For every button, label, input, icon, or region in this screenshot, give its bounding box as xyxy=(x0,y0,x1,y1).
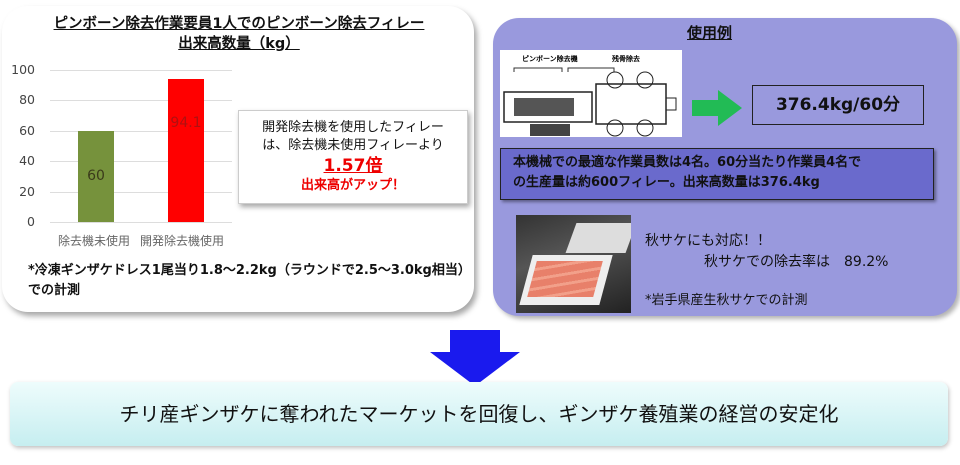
green-arrow-icon xyxy=(692,90,742,126)
machine-diagram: ピンボーン除去機 残骨除去 xyxy=(500,50,682,137)
salmon-support-text: 秋サケにも対応！！ xyxy=(645,233,771,249)
gridline xyxy=(50,191,232,193)
gridline xyxy=(50,161,232,163)
result-box: 376.4kg/60分 xyxy=(752,85,924,125)
usage-title: 使用例 xyxy=(687,24,733,42)
measurement-note: *冷凍ギンザケドレス1尾当り1.8～2.2kg（ラウンドで2.5～3.0kg相当… xyxy=(28,263,465,298)
bar-value-label: 60 xyxy=(87,168,105,185)
chart-title: ピンボーン除去作業要員1人でのピンボーン除去フィレー出来高数量（kg） xyxy=(53,16,425,52)
gridline xyxy=(50,70,232,71)
y-tick-label: 40 xyxy=(19,153,35,169)
y-tick-label: 100 xyxy=(11,62,35,77)
info-box: 本機械での最適な作業員数は4名。60分当たり作業員4名での生産量は約600フィレ… xyxy=(500,148,934,200)
y-tick-label: 20 xyxy=(19,183,35,199)
category-label: 除去機未使用 xyxy=(58,234,131,248)
bar xyxy=(78,130,114,222)
callout-box: 開発除去機を使用したフィレー は、除去機未使用フィレーより 1.57倍 出来高が… xyxy=(238,110,468,204)
salmon-removal-rate: 秋サケでの除去率は 89.2% xyxy=(704,254,889,270)
diagram-label: 残骨除去 xyxy=(612,55,640,63)
diagram-label: ピンボーン除去機 xyxy=(522,55,578,63)
salmon-fillet-photo xyxy=(516,215,631,313)
category-label: 開発除去機使用 xyxy=(140,234,225,248)
conclusion-banner: チリ産ギンザケに奪われたマーケットを回復し、ギンザケ養殖業の経営の安定化 xyxy=(10,382,948,446)
gridline xyxy=(50,222,232,223)
bar xyxy=(168,78,204,222)
y-tick-label: 0 xyxy=(27,214,35,229)
y-tick-label: 80 xyxy=(19,92,35,108)
salmon-note: *岩手県産生秋サケでの計測 xyxy=(645,293,808,308)
gridline xyxy=(50,100,232,102)
down-arrow-icon xyxy=(430,330,520,386)
y-tick-label: 60 xyxy=(19,122,35,138)
gridline xyxy=(50,130,232,132)
bar-value-label: 94.1 xyxy=(170,114,202,131)
